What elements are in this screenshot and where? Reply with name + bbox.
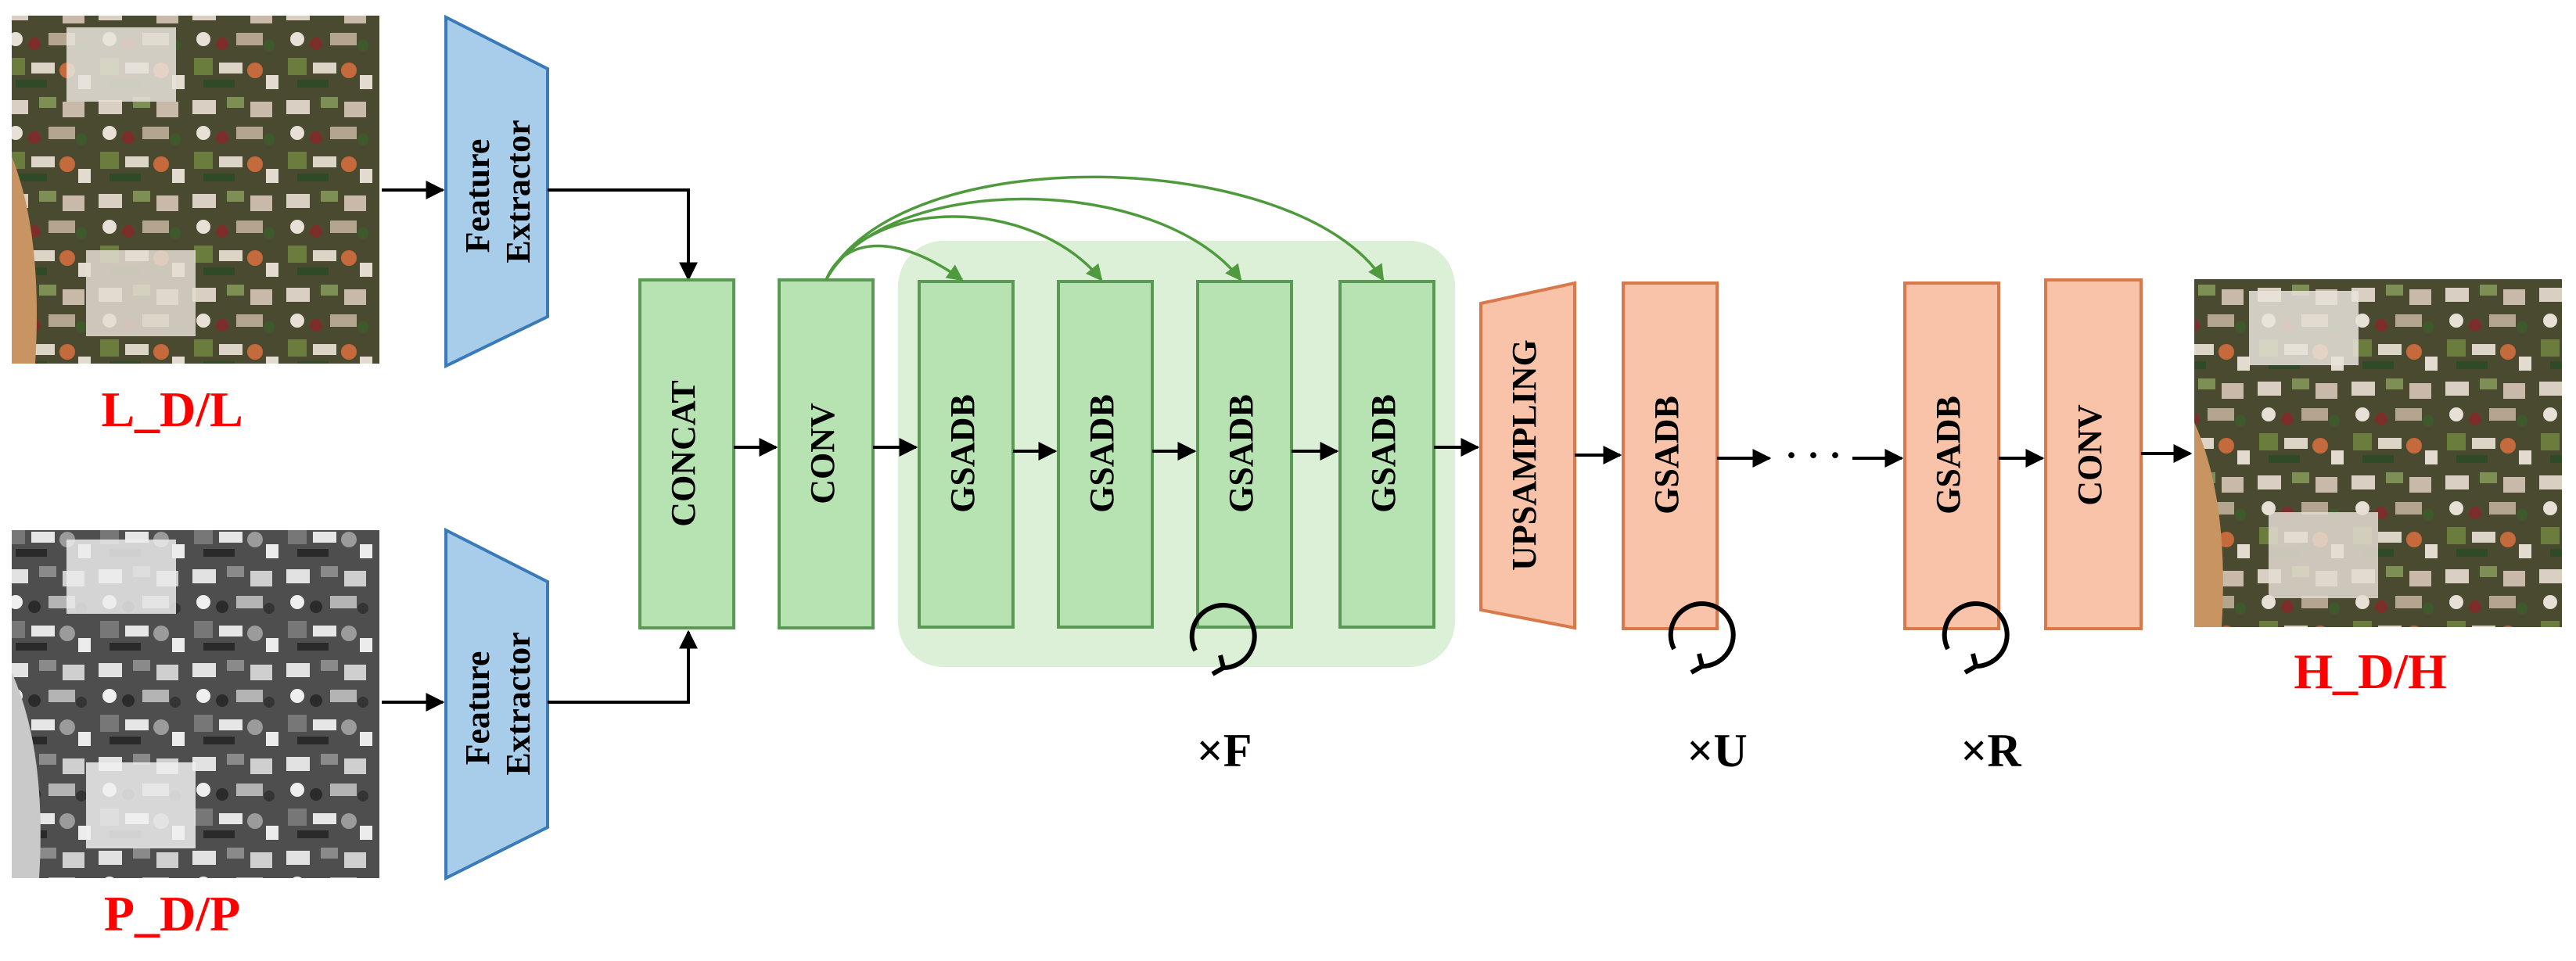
feature-extractor-bottom-line1: Feature bbox=[458, 651, 497, 766]
gsadb-2-label: GSADB bbox=[1083, 394, 1121, 513]
gsadb-r-label: GSADB bbox=[1929, 396, 1967, 515]
low-res-input-label: L_D/L bbox=[101, 382, 243, 437]
conv-last-block: CONV bbox=[2044, 278, 2143, 630]
feature-extractor-top: Feature Extractor bbox=[444, 14, 549, 369]
panchromatic-image bbox=[12, 530, 379, 878]
input-arrows bbox=[382, 181, 698, 712]
gsadb-block-u: GSADB bbox=[1622, 281, 1719, 630]
svg-text:Feature Extractor: Feature Extractor bbox=[458, 632, 537, 775]
output-label: H_D/H bbox=[2294, 644, 2447, 699]
upsampling-label: UPSAMPLING bbox=[1505, 339, 1543, 571]
gsadb-u-label: GSADB bbox=[1647, 396, 1686, 515]
repeat-r-label: ×R bbox=[1960, 725, 2021, 776]
dense-skip-connections bbox=[825, 175, 1385, 281]
flow-arrows bbox=[734, 438, 2193, 468]
gsadb-4-label: GSADB bbox=[1364, 394, 1403, 513]
gsadb-block-2: GSADB bbox=[1057, 280, 1154, 629]
gsadb-block-r: GSADB bbox=[1903, 281, 2000, 630]
gsadb-block-3: GSADB bbox=[1196, 280, 1293, 629]
repeat-f-label: ×F bbox=[1197, 725, 1252, 776]
pan-input-label: P_D/P bbox=[104, 886, 240, 941]
feature-extractor-bottom-line2: Extractor bbox=[499, 632, 537, 775]
conv-first-label: CONV bbox=[803, 403, 842, 504]
feature-extractor-bottom: Feature Extractor bbox=[444, 527, 549, 881]
svg-text:Feature Extractor: Feature Extractor bbox=[458, 120, 537, 263]
repeat-icon-u bbox=[1668, 601, 1736, 675]
upsampling-block: UPSAMPLING bbox=[1479, 281, 1576, 630]
gsadb-block-1: GSADB bbox=[918, 280, 1015, 629]
conv-last-label: CONV bbox=[2071, 404, 2109, 506]
gsadb-1-label: GSADB bbox=[943, 394, 982, 513]
gsadb-block-4: GSADB bbox=[1338, 280, 1435, 629]
feature-extractor-top-line1: Feature bbox=[458, 139, 497, 253]
repeat-icon-r bbox=[1942, 601, 2010, 675]
low-res-multispectral-image bbox=[12, 16, 379, 364]
concat-label: CONCAT bbox=[664, 380, 702, 526]
concat-block: CONCAT bbox=[638, 278, 735, 629]
high-res-output-image bbox=[2194, 279, 2562, 627]
gsadb-3-label: GSADB bbox=[1222, 394, 1260, 513]
repeat-u-label: ×U bbox=[1687, 725, 1748, 776]
repeat-icon-f bbox=[1189, 603, 1257, 676]
feature-extractor-top-line2: Extractor bbox=[499, 120, 537, 263]
conv-first-block: CONV bbox=[778, 278, 875, 629]
gsadb-group-background bbox=[898, 241, 1455, 667]
ellipsis: · · · bbox=[1785, 435, 1841, 476]
